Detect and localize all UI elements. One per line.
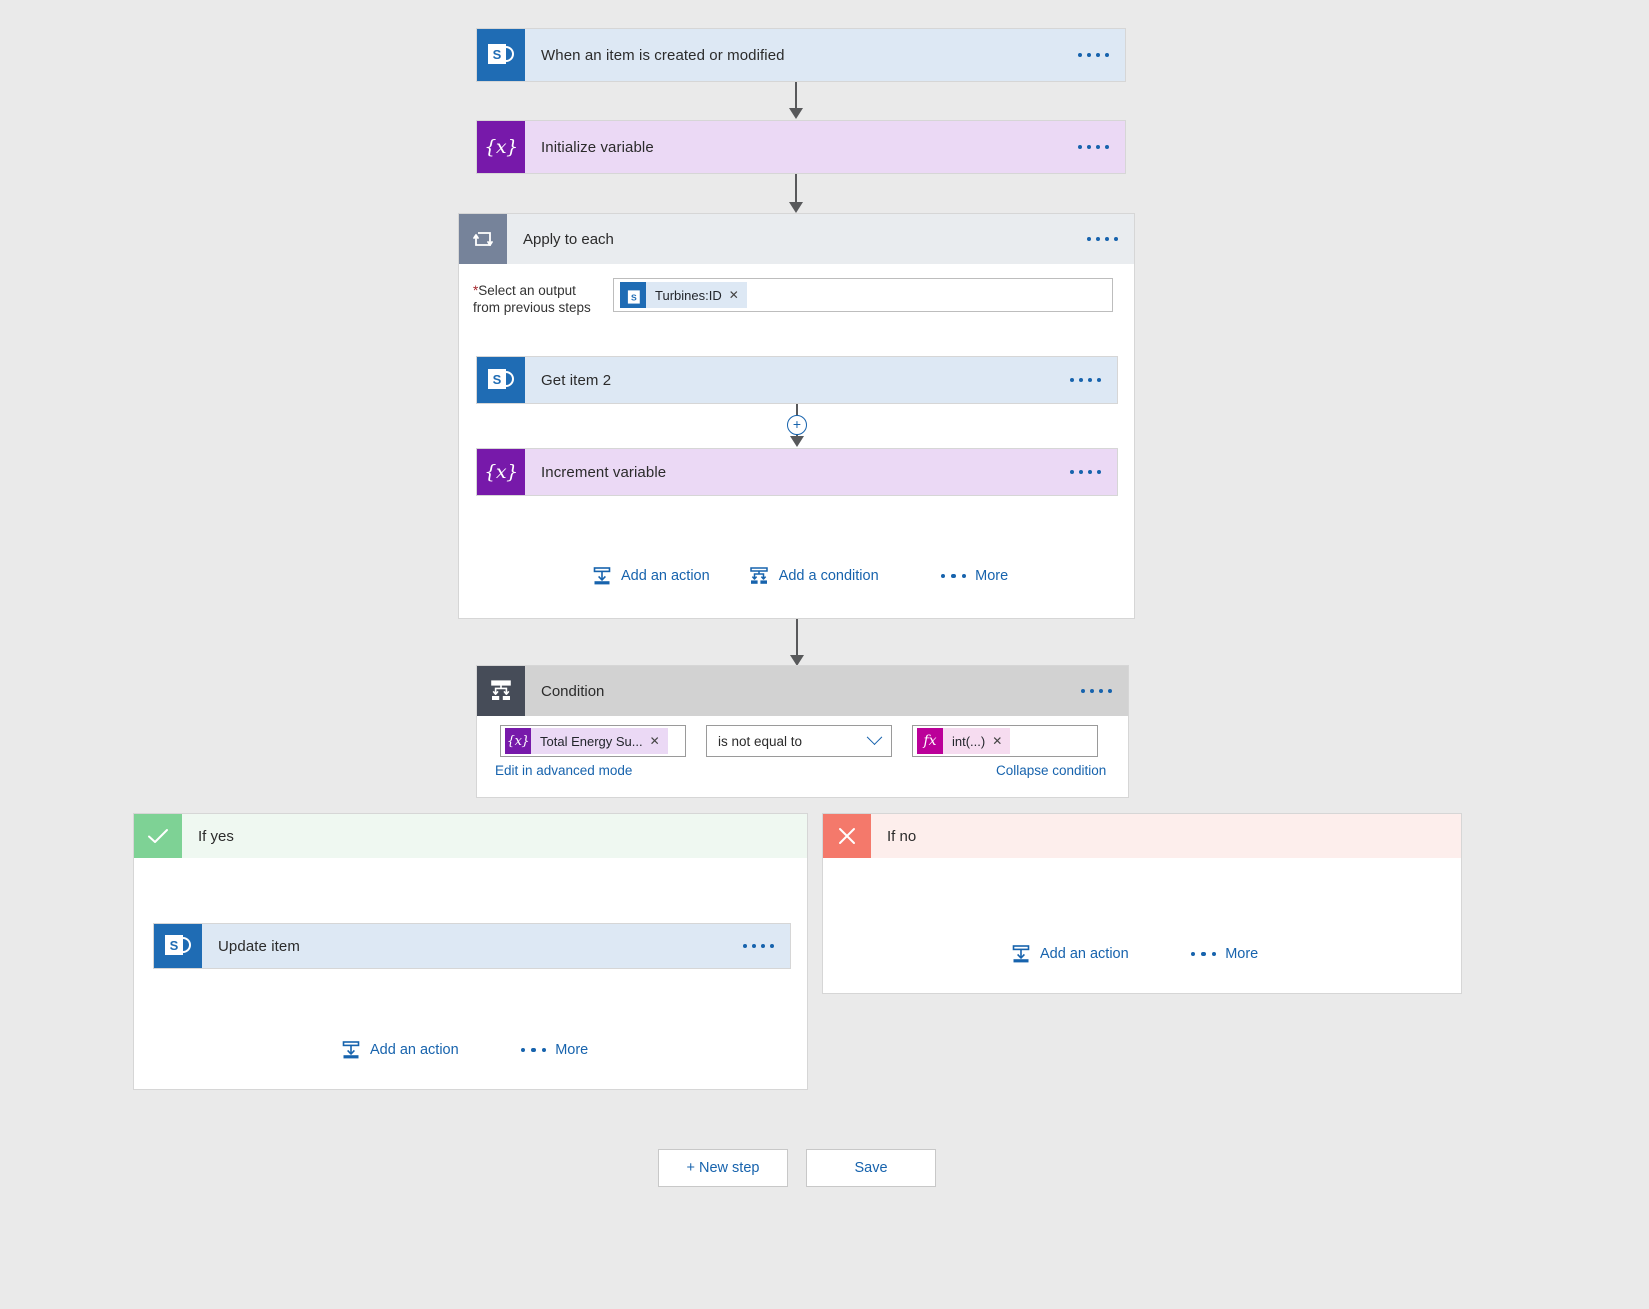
condition-operator-select[interactable]: is not equal to [706,725,892,757]
edit-in-advanced-mode-link[interactable]: Edit in advanced mode [495,763,633,778]
if-no-title: If no [871,814,1461,858]
sharepoint-icon: S [477,29,525,81]
if-yes-title: If yes [182,814,807,858]
if-no-link-row: Add an action More [1011,944,1258,964]
condition-header-body: Condition [525,666,1128,716]
if-no-add-an-action-label: Add an action [1040,946,1129,962]
if-yes-more-link[interactable]: More [520,1042,589,1058]
more-dots-icon [1190,951,1217,957]
new-step-button[interactable]: + New step [658,1149,788,1187]
action-card-get-item-2[interactable]: S Get item 2 [476,356,1118,404]
if-no-more-label: More [1225,946,1259,962]
initialize-variable-more-options-icon[interactable] [1076,139,1111,155]
insert-step-plus-button[interactable]: + [787,415,807,435]
initialize-variable-body: Initialize variable [525,121,1125,173]
if-yes-link-row: Add an action More [341,1040,588,1060]
chevron-down-icon [866,728,883,745]
action-card-initialize-variable[interactable]: {x} Initialize variable [476,120,1126,174]
condition-title: Condition [541,682,605,700]
token-turbines-id[interactable]: S Turbines:ID ✕ [620,282,747,308]
trigger-card-body: When an item is created or modified [525,29,1125,81]
apply-to-each-header[interactable]: Apply to each [459,214,1134,264]
condition-expression-row: {x} Total Energy Su... ✕ is not equal to… [500,725,1098,757]
condition-header[interactable]: Condition [477,666,1128,716]
update-item-more-options-icon[interactable] [741,938,776,954]
right-operand-remove-icon[interactable]: ✕ [992,734,1003,748]
if-yes-more-label: More [555,1042,589,1058]
required-marker: * [473,283,479,298]
if-no-header: If no [823,814,1461,858]
foreach-add-an-action-label: Add an action [621,568,710,584]
condition-more-options-icon[interactable] [1079,683,1114,699]
if-no-more-link[interactable]: More [1190,946,1259,962]
if-yes-add-an-action-label: Add an action [370,1042,459,1058]
condition-right-operand-box[interactable]: fx int(...) ✕ [912,725,1098,757]
token-label: Turbines:ID [655,287,722,303]
increment-variable-more-options-icon[interactable] [1068,464,1103,480]
if-yes-add-an-action-link[interactable]: Add an action [341,1040,459,1060]
connector-initialize-to-foreach [776,174,816,214]
action-card-increment-variable[interactable]: {x} Increment variable [476,448,1118,496]
sharepoint-icon: S [477,357,525,403]
sharepoint-icon: S [154,924,202,968]
foreach-add-an-action-link[interactable]: Add an action [592,566,710,586]
trigger-more-options-icon[interactable] [1076,47,1111,63]
trigger-title: When an item is created or modified [541,46,785,64]
left-operand-remove-icon[interactable]: ✕ [649,734,660,748]
initialize-variable-title: Initialize variable [541,138,654,156]
if-no-add-an-action-link[interactable]: Add an action [1011,944,1129,964]
token-total-energy-summary[interactable]: {x} Total Energy Su... ✕ [505,728,668,754]
variable-icon: {x} [505,728,531,754]
select-output-label-line1: Select an output [478,283,576,298]
condition-left-operand-box[interactable]: {x} Total Energy Su... ✕ [500,725,686,757]
update-item-title: Update item [218,937,300,955]
token-remove-icon[interactable]: ✕ [728,288,739,302]
token-int-expression[interactable]: fx int(...) ✕ [917,728,1011,754]
foreach-add-a-condition-link[interactable]: Add a condition [748,566,879,586]
collapse-condition-link[interactable]: Collapse condition [996,763,1107,778]
more-dots-icon [520,1047,547,1053]
select-output-field-row: *Select an output from previous steps S … [473,278,1121,316]
trigger-card-when-item-created-or-modified[interactable]: S When an item is created or modified [476,28,1126,82]
connector-trigger-to-initialize [776,82,816,120]
select-output-label-line2: from previous steps [473,300,591,315]
get-item-2-body: Get item 2 [525,357,1117,403]
get-item-2-more-options-icon[interactable] [1068,372,1103,388]
apply-to-each-more-options-icon[interactable] [1085,231,1120,247]
checkmark-icon [134,814,182,858]
if-yes-header: If yes [134,814,807,858]
loop-icon [459,214,507,264]
apply-to-each-title: Apply to each [523,230,614,248]
function-icon: fx [917,728,943,754]
foreach-link-row: Add an action Add a condition More [592,566,1008,586]
action-card-update-item[interactable]: S Update item [153,923,791,969]
condition-operator-value: is not equal to [718,733,803,749]
left-operand-label: Total Energy Su... [540,733,643,749]
update-item-body: Update item [202,924,790,968]
select-output-input[interactable]: S Turbines:ID ✕ [613,278,1113,312]
save-button[interactable]: Save [806,1149,936,1187]
select-output-label: *Select an output from previous steps [473,278,613,316]
close-icon [823,814,871,858]
foreach-more-link[interactable]: More [940,568,1009,584]
get-item-2-title: Get item 2 [541,371,612,389]
foreach-more-label: More [975,568,1009,584]
right-operand-label: int(...) [952,733,986,749]
condition-icon [477,666,525,716]
connector-foreach-to-condition [777,619,817,669]
sharepoint-icon: S [620,282,646,308]
increment-variable-body: Increment variable [525,449,1117,495]
foreach-add-a-condition-label: Add a condition [778,568,879,584]
apply-to-each-header-body: Apply to each [507,214,1134,264]
more-dots-icon [940,573,967,579]
variable-icon: {x} [477,121,525,173]
branch-if-no: If no [822,813,1462,994]
increment-variable-title: Increment variable [541,463,667,481]
variable-icon: {x} [477,449,525,495]
